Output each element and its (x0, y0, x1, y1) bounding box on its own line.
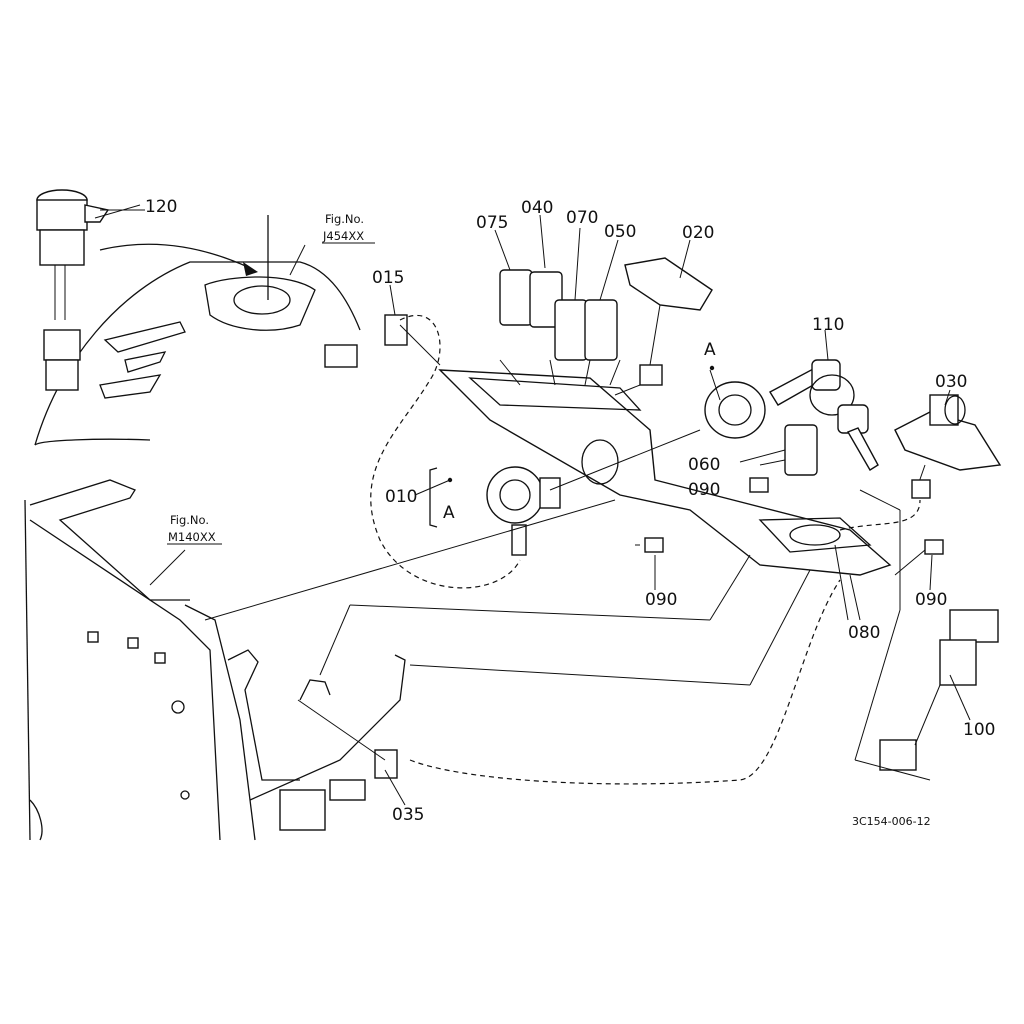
horn-010 (429, 466, 561, 556)
callout-060: 060 (688, 455, 720, 475)
connector-035 (279, 749, 398, 831)
callout-030: 030 (935, 372, 967, 392)
callout-090-c: 090 (915, 590, 947, 610)
figure-ref-j454-label: Fig.No. (325, 212, 364, 226)
connector-015 (324, 314, 408, 368)
callout-090-b: 090 (645, 590, 677, 610)
callout-020: 020 (682, 223, 714, 243)
callout-015: 015 (372, 268, 404, 288)
ignition-switch-030 (894, 394, 1002, 499)
panel-bracket-080 (438, 369, 892, 576)
figure-ref-j454-code: J454XX (322, 229, 364, 243)
wiring-harness (370, 314, 921, 785)
callout-labels: 120 075 040 070 050 020 015 110 030 A 06… (145, 197, 995, 828)
callout-010: 010 (385, 487, 417, 507)
callout-075: 075 (476, 213, 508, 233)
callout-a-top: A (704, 340, 716, 360)
grommet-a (704, 381, 766, 439)
connector-100 (879, 609, 999, 771)
drawing-code: 3C154-006-12 (852, 815, 931, 828)
callout-110: 110 (812, 315, 844, 335)
leader-lines (100, 209, 971, 806)
callout-120: 120 (145, 197, 177, 217)
hour-meter-020 (624, 257, 713, 386)
bolts-090 (644, 477, 944, 555)
callout-035: 035 (392, 805, 424, 825)
callout-100: 100 (963, 720, 995, 740)
callout-a-group: A (443, 503, 455, 523)
switch-060 (784, 424, 818, 476)
callout-040: 040 (521, 198, 553, 218)
keys-110 (769, 359, 879, 471)
key-switch-120 (36, 189, 258, 391)
callout-070: 070 (566, 208, 598, 228)
lower-frame (24, 479, 406, 841)
callout-090-a: 090 (688, 480, 720, 500)
callout-080: 080 (848, 623, 880, 643)
callout-050: 050 (604, 222, 636, 242)
figure-ref-m140-code: M140XX (168, 530, 216, 544)
rocker-switches (499, 269, 618, 361)
figure-ref-m140-label: Fig.No. (170, 513, 209, 527)
